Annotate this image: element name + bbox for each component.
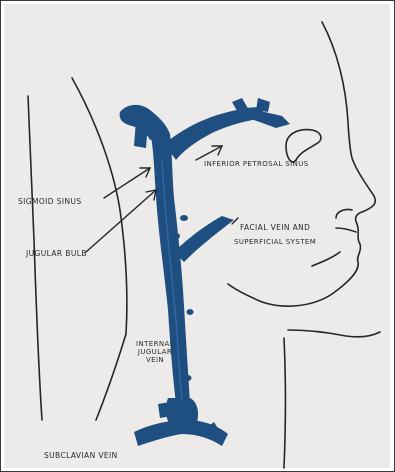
label-jugular-line: jugular — [136, 348, 174, 356]
arrow-jugular-bulb — [86, 190, 156, 252]
sigmoid-sinus-stub — [134, 120, 148, 148]
label-sigmoid-sinus: Sigmoid sinus — [18, 198, 82, 207]
label-facial-vein: Facial vein and — [240, 224, 310, 233]
chin-crease-line — [312, 252, 340, 266]
label-vein-line: vein — [136, 356, 174, 364]
inferior-petrosal-sinus-shape — [164, 107, 264, 160]
ijv-tributary-1 — [180, 215, 188, 221]
front-neck-outline — [288, 330, 380, 337]
venous-system — [120, 98, 290, 446]
arrow-inferior-petrosal-sinus — [196, 146, 222, 160]
label-subclavian-vein: Subclavian vein — [44, 452, 118, 461]
label-superficial-system: superficial system — [234, 238, 316, 246]
facial-vein-shape — [174, 216, 234, 262]
subclavian-left-stub — [158, 402, 172, 418]
mouth-line — [336, 228, 356, 232]
front-neck-line — [284, 338, 286, 468]
ijv-tributary-4 — [185, 375, 192, 381]
petrosal-branch-tip — [256, 98, 270, 112]
nostril-line — [336, 209, 352, 218]
petrosal-branch-lower — [254, 110, 290, 128]
ijv-tributary-3 — [187, 309, 194, 315]
arrow-facial-vein — [232, 218, 238, 224]
label-jugular-bulb: Jugular bulb — [26, 250, 87, 259]
shoulder-curve — [96, 334, 126, 420]
ijv-tributary-2 — [172, 233, 180, 239]
ear-outline — [286, 130, 321, 162]
label-inferior-petrosal-sinus: Inferior petrosal sinus — [204, 160, 309, 168]
label-internal-line: Internal — [136, 340, 174, 348]
label-internal-jugular-vein: Internal jugular vein — [136, 340, 174, 364]
